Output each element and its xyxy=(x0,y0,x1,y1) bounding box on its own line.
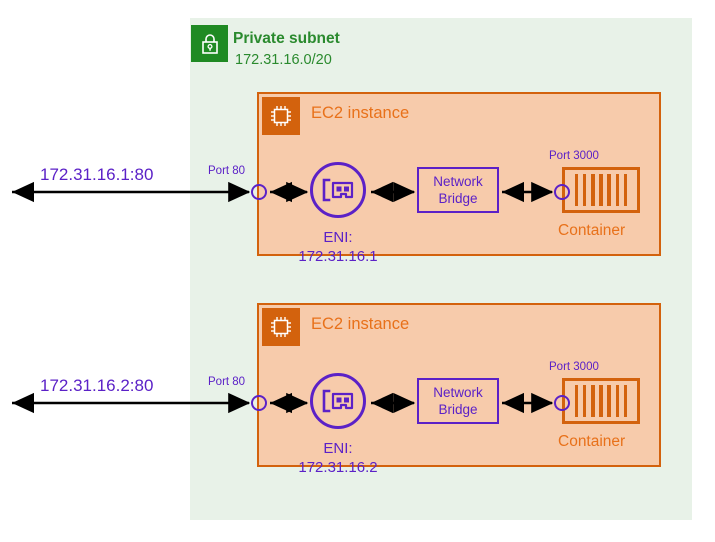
eni-port-label-2: Port 80 xyxy=(208,376,246,388)
bridge-line2: Bridge xyxy=(438,402,478,417)
cpu-chip-icon xyxy=(262,97,300,135)
network-bridge-box-1: Network Bridge xyxy=(417,167,499,213)
eni-port-circle-2 xyxy=(251,395,267,411)
lock-icon xyxy=(191,25,228,62)
private-subnet-title: Private subnet xyxy=(233,30,340,47)
container-stripe xyxy=(591,174,595,206)
eni-label-line2: 172.31.16.1 xyxy=(298,248,378,265)
container-stripe xyxy=(599,174,603,206)
container-stripe xyxy=(599,385,603,417)
eni-port-circle-1 xyxy=(251,184,267,200)
network-interface-icon-1 xyxy=(310,162,366,218)
endpoint-label-1: 172.31.16.1:80 xyxy=(40,165,154,184)
container-label-1: Container xyxy=(558,222,626,239)
container-stripe xyxy=(615,174,620,206)
endpoint-label-2: 172.31.16.2:80 xyxy=(40,376,154,395)
container-stripe xyxy=(591,385,595,417)
eni-port-label-1: Port 80 xyxy=(208,165,246,177)
eni-label-line1: ENI: xyxy=(323,229,353,246)
bridge-line1: Network xyxy=(433,385,483,400)
container-label-2: Container xyxy=(558,433,626,450)
container-port-circle-2 xyxy=(554,395,570,411)
eni-label-line2: 172.31.16.2 xyxy=(298,459,378,476)
container-stripe xyxy=(615,385,620,417)
container-stripe xyxy=(623,174,628,206)
network-interface-icon-2 xyxy=(310,373,366,429)
container-stripe xyxy=(607,385,611,417)
shipping-container-icon-2 xyxy=(562,378,640,424)
container-port-circle-1 xyxy=(554,184,570,200)
network-bridge-box-2: Network Bridge xyxy=(417,378,499,424)
bridge-line1: Network xyxy=(433,174,483,189)
container-stripe xyxy=(574,385,579,417)
container-port-label-2: Port 3000 xyxy=(549,361,599,373)
container-stripe xyxy=(623,385,628,417)
eni-label-2: ENI: 172.31.16.2 xyxy=(278,439,398,477)
eni-label-line1: ENI: xyxy=(323,440,353,457)
ec2-instance-title-1: EC2 instance xyxy=(311,104,410,122)
shipping-container-icon-1 xyxy=(562,167,640,213)
container-stripe xyxy=(607,174,611,206)
container-stripe xyxy=(582,174,587,206)
container-stripe xyxy=(582,385,587,417)
bridge-line2: Bridge xyxy=(438,191,478,206)
ec2-instance-title-2: EC2 instance xyxy=(311,315,410,333)
private-subnet-cidr: 172.31.16.0/20 xyxy=(235,52,332,68)
container-port-label-1: Port 3000 xyxy=(549,150,599,162)
container-stripe xyxy=(574,174,579,206)
eni-label-1: ENI: 172.31.16.1 xyxy=(278,228,398,266)
cpu-chip-icon xyxy=(262,308,300,346)
